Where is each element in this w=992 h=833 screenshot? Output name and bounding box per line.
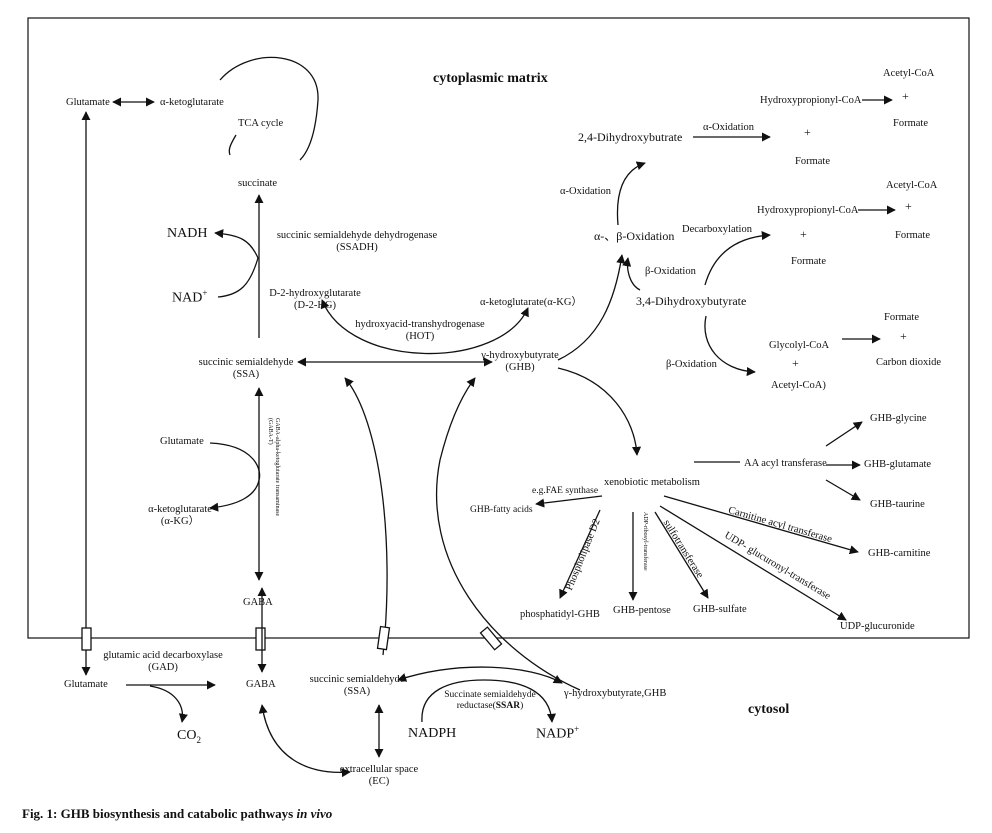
arrow-alpha-oxidation <box>616 161 646 226</box>
label-nadh: NADH <box>167 226 208 241</box>
arrow-ghb-xenobiotic <box>557 367 642 456</box>
arrow-to-sulfate <box>654 511 709 599</box>
label-udp-glucuronide: UDP-glucuronide <box>840 621 915 632</box>
label-alpha-beta-oxidation: α-、β-Oxidation <box>594 229 675 243</box>
label-nadph: NADPH <box>408 726 457 741</box>
label-hot: hydroxyacid-transhydrogenase(HOT) <box>355 319 485 343</box>
arrow-to-taurine <box>825 479 861 501</box>
label-aa-acyl-transferase: AA acyl transferase <box>744 458 827 469</box>
label-ghb-carnitine: GHB-carnitine <box>868 548 931 559</box>
label-plus-2: + <box>804 125 811 139</box>
label-ghb: γ-hydroxybutyrate(GHB) <box>481 350 559 374</box>
label-extracellular-space: extracellular space(EC) <box>339 764 419 788</box>
label-succinate: succinate <box>238 178 278 189</box>
label-decarboxylation: Decarboxylation <box>682 224 752 235</box>
nadh-nad-curve <box>214 229 259 259</box>
tca-cycle-arc <box>219 56 319 161</box>
arrow-beta-oxidation-lower <box>704 315 756 377</box>
transporter-ssa <box>376 625 391 651</box>
label-nad: NAD+ <box>172 288 208 306</box>
label-acetyl-coa-2: Acetyl-CoA <box>886 180 938 191</box>
label-ssadh: succinic semialdehyde dehydrogenase(SSAD… <box>276 230 438 254</box>
label-d2hg: D-2-hydroxyglutarate(D-2-HG) <box>269 288 361 312</box>
label-plus-3: + <box>905 199 912 213</box>
label-gad: glutamic acid decarboxylase(GAD) <box>103 650 223 674</box>
ghb-cytosol-to-ghb-matrix <box>435 377 581 691</box>
label-ssa-cytosol: succinic semialdehyde(SSA) <box>309 674 405 698</box>
label-gaba-cytosol: GABA <box>246 679 276 690</box>
nadph-nadp-curve <box>421 679 557 723</box>
label-fae-synthase: e.g.FAE synthase <box>532 486 599 496</box>
hot-curve <box>320 299 529 355</box>
arrow-gaba-ec <box>258 704 351 778</box>
arrow-ssa-ghb-cytosol <box>397 666 563 684</box>
arrow-ghb-oxidation <box>557 254 626 361</box>
glutamate-akg-curve <box>209 442 261 512</box>
label-ghb-cytosol: γ-hydroxybutyrate,GHB <box>564 688 667 699</box>
label-glutamate-cytosol: Glutamate <box>64 679 108 690</box>
label-nadp: NADP+ <box>536 724 580 742</box>
label-plus-6: + <box>792 356 799 370</box>
label-acetyl-coa-1: Acetyl-CoA <box>883 68 935 79</box>
label-plus-4: + <box>800 227 807 241</box>
arrow-to-phosphatidyl <box>559 509 601 599</box>
arrow-beta-oxidation <box>622 257 641 291</box>
label-alpha-oxidation-top: α-Oxidation <box>703 122 754 133</box>
label-ghb-glycine: GHB-glycine <box>870 413 927 424</box>
label-co2: CO2 <box>177 728 201 745</box>
arrow-to-carnitine <box>663 495 859 555</box>
label-akg-abbr: α-ketoglutarate(α-KG） <box>480 297 582 308</box>
transporter-gaba <box>255 627 266 651</box>
label-glutamate-2: Glutamate <box>160 436 204 447</box>
label-xenobiotic-metabolism: xenobiotic metabolism <box>604 477 700 488</box>
label-tca-cycle: TCA cycle <box>238 118 284 129</box>
label-alpha-oxidation-left: α-Oxidation <box>560 186 611 197</box>
arrow-decarboxylation <box>704 231 771 286</box>
label-formate-2: Formate <box>795 156 830 167</box>
figure-caption: Fig. 1: GHB biosynthesis and catabolic p… <box>22 806 333 821</box>
label-acetyl-coa-3: Acetyl-CoA) <box>771 380 826 391</box>
label-phosphatidyl-ghb: phosphatidyl-GHB <box>520 609 600 620</box>
label-formate-1: Formate <box>893 118 928 129</box>
ssa-cytosol-to-ssa-matrix <box>344 377 388 656</box>
label-ghb-pentose: GHB-pentose <box>613 605 671 616</box>
arrow-to-fatty <box>535 495 603 508</box>
label-glycolyl-coa: Glycolyl-CoA <box>769 340 830 351</box>
label-formate-5: Formate <box>884 312 919 323</box>
label-glutamate: Glutamate <box>66 97 110 108</box>
label-ghb-taurine: GHB-taurine <box>870 499 925 510</box>
label-beta-oxidation-2: β-Oxidation <box>666 359 717 370</box>
transporter-glutamate <box>81 627 92 651</box>
arrow-to-glycine <box>825 421 863 447</box>
label-hydroxypropionyl-1: Hydroxypropionyl-CoA <box>760 95 862 106</box>
region-cytoplasmic-matrix: cytoplasmic matrix <box>433 71 548 86</box>
label-alpha-ketoglutarate: α-ketoglutarate <box>160 97 224 108</box>
transporter-ghb <box>479 626 503 651</box>
label-formate-3: Formate <box>895 230 930 241</box>
label-ghb-fatty-acids: GHB-fatty acids <box>470 505 533 515</box>
label-ghb-glutamate: GHB-glutamate <box>864 459 932 470</box>
label-adp-ribosyl: ADP-ribosyl-transferase <box>642 512 648 571</box>
arrow-to-udp <box>659 505 847 621</box>
region-cytosol: cytosol <box>748 702 790 717</box>
label-carbon-dioxide: Carbon dioxide <box>876 357 942 368</box>
label-3-4-dihydroxybutyrate: 3,4-Dihydroxybutyrate <box>636 294 747 308</box>
cytoplasmic-matrix-border <box>27 17 970 639</box>
label-akg-2: α-ketoglutarate(α-KG） <box>148 504 212 528</box>
label-hydroxypropionyl-2: Hydroxypropionyl-CoA <box>757 205 859 216</box>
label-ghb-sulfate: GHB-sulfate <box>693 604 747 615</box>
label-formate-4: Formate <box>791 256 826 267</box>
arrow-co2 <box>149 685 188 723</box>
label-plus-5: + <box>900 329 907 343</box>
label-ssa: succinic semialdehyde(SSA) <box>198 357 294 381</box>
label-gaba-t: GABA-alpha-ketoglutarate transaminase(GA… <box>266 418 280 517</box>
label-beta-oxidation-1: β-Oxidation <box>645 266 696 277</box>
label-2-4-dihydroxybutrate: 2,4-Dihydroxybutrate <box>578 130 683 144</box>
label-plus-1: + <box>902 89 909 103</box>
label-gaba: GABA <box>243 597 273 608</box>
